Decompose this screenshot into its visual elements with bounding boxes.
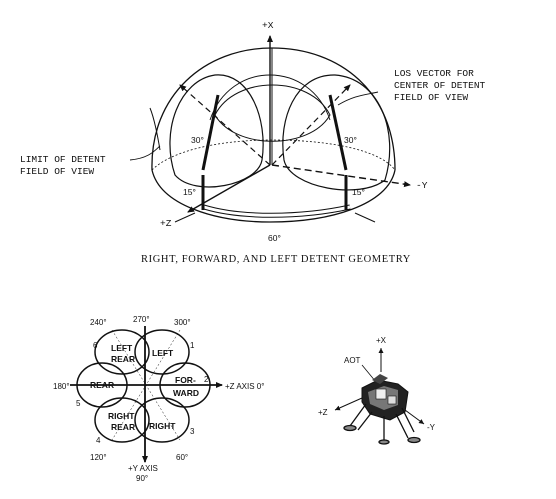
deg-240: 240° — [90, 318, 107, 327]
lm-minus-y-axis-label: -Y — [427, 423, 436, 432]
lobe-forward-label-1: FOR- — [175, 375, 196, 385]
left-15-bar — [174, 212, 196, 223]
lobe-left — [134, 329, 190, 375]
los-label-line3: FIELD OF VIEW — [394, 92, 468, 103]
minus-y-axis-label: -Y — [416, 180, 428, 191]
lobe-forward-label-2: WARD — [173, 388, 199, 398]
aot-label: AOT — [344, 356, 361, 365]
vertical-left-ref-upper — [201, 94, 220, 171]
deg-60: 60° — [176, 453, 188, 462]
lm-body — [361, 374, 409, 421]
lobe-right — [134, 397, 190, 443]
los-label-line1: LOS VECTOR FOR — [394, 68, 474, 79]
position-2: 2 — [204, 375, 209, 384]
position-4: 4 — [96, 436, 101, 445]
lm-z-axis-label: +Z — [318, 408, 328, 417]
limit-arc — [149, 107, 161, 151]
dome-axes — [129, 35, 411, 223]
position-3: 3 — [190, 427, 195, 436]
forward-detent-field — [214, 84, 331, 142]
lobe-rear-label: REAR — [90, 380, 114, 390]
dome-base-front — [151, 169, 396, 223]
position-5: 5 — [76, 399, 81, 408]
lobe-right-rear-label-2: REAR — [111, 422, 135, 432]
deg-180: 180° — [53, 382, 70, 391]
angle-right-30: 30° — [344, 135, 357, 145]
angle-right-15: 15° — [352, 187, 365, 197]
los-label-line2: CENTER OF DETENT — [394, 80, 486, 91]
deg-120: 120° — [90, 453, 107, 462]
angle-left-30: 30° — [191, 135, 204, 145]
limit-label-line2: FIELD OF VIEW — [20, 166, 94, 177]
lm-z-axis — [334, 397, 363, 411]
left-detent-field — [169, 74, 264, 188]
dome-diagram — [149, 47, 396, 223]
y-axis-label-line1: +Y AXIS — [128, 464, 158, 473]
left-los-vector — [179, 84, 271, 166]
angle-60: 60° — [268, 233, 281, 243]
lunar-module-illustration — [334, 348, 425, 445]
lm-landing-legs — [343, 403, 421, 445]
minus-y-axis-line — [271, 164, 411, 188]
limit-label-line1: LIMIT OF DETENT — [20, 154, 106, 165]
lobe-right-rear-label-1: RIGHT — [108, 411, 135, 421]
right-detent-field — [282, 74, 391, 191]
limit-leader — [129, 145, 161, 161]
figure-caption: RIGHT, FORWARD, AND LEFT DETENT GEOMETRY — [141, 254, 411, 265]
x-axis-label: +X — [262, 20, 274, 31]
lobe-left-rear-label-1: LEFT — [111, 343, 133, 353]
angle-left-15: 15° — [183, 187, 196, 197]
lobe-left-label: LEFT — [152, 348, 174, 358]
right-15-bar — [354, 212, 376, 223]
lobe-right-label: RIGHT — [149, 421, 176, 431]
lobe-left-rear — [94, 329, 150, 375]
plus-z-axis-label: +Z — [160, 218, 172, 229]
detent-rosette — [70, 326, 223, 463]
dome-outline — [151, 47, 396, 171]
lobe-right-rear — [94, 397, 150, 443]
y-axis-label-line2: 90° — [136, 474, 148, 483]
deg-300: 300° — [174, 318, 191, 327]
lm-y-axis — [404, 409, 425, 425]
right-los-vector — [271, 84, 351, 166]
position-6: 6 — [93, 341, 98, 350]
lm-x-axis-label: +X — [376, 336, 387, 345]
plus-z-axis-line — [187, 164, 271, 213]
position-1: 1 — [190, 341, 195, 350]
deg-270: 270° — [133, 315, 150, 324]
z-axis-label: +Z AXIS 0° — [225, 382, 264, 391]
los-leader — [337, 91, 379, 106]
diag-2 — [111, 329, 181, 441]
lobe-left-rear-label-2: REAR — [111, 354, 135, 364]
vertical-right-ref-upper — [328, 94, 348, 171]
dome-base-back — [151, 139, 396, 171]
